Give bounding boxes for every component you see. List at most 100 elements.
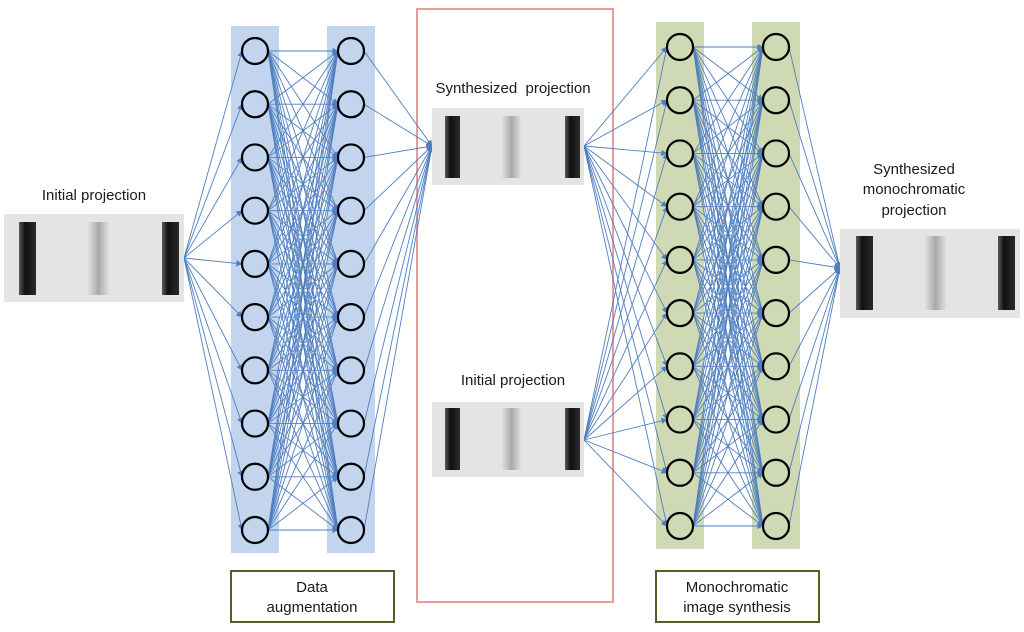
hidden-connection bbox=[267, 103, 341, 531]
right-label-line: projection bbox=[881, 202, 946, 219]
augmentation-node bbox=[240, 36, 270, 66]
hidden-connection bbox=[692, 472, 764, 527]
hidden-connection bbox=[692, 46, 765, 261]
synthesis-node bbox=[761, 86, 791, 115]
augmentation-node bbox=[240, 462, 270, 491]
light-bar bbox=[502, 408, 521, 470]
input-connection bbox=[583, 99, 669, 441]
hidden-connection bbox=[267, 50, 341, 424]
input-connection bbox=[583, 206, 669, 441]
input-connection bbox=[583, 439, 668, 474]
dark-bar bbox=[565, 408, 580, 470]
output-connection bbox=[788, 267, 841, 367]
synthesis-node bbox=[761, 352, 791, 381]
synthesis-node bbox=[761, 405, 791, 434]
input-connection bbox=[183, 50, 244, 259]
hidden-connection bbox=[267, 316, 340, 531]
augmentation-node bbox=[336, 90, 366, 119]
input-connection bbox=[583, 145, 669, 527]
augmentation-node bbox=[336, 356, 366, 385]
output-connection bbox=[788, 153, 841, 269]
hidden-connection bbox=[267, 476, 339, 531]
dark-bar bbox=[445, 408, 460, 470]
hidden-connection bbox=[692, 46, 765, 314]
stage-box-line: Data bbox=[296, 579, 328, 596]
output-connection bbox=[363, 103, 433, 147]
input-connection bbox=[183, 210, 243, 259]
augmentation-node bbox=[336, 249, 366, 278]
center-bottom-label: Initial projection bbox=[461, 372, 565, 389]
hidden-connection bbox=[692, 46, 764, 207]
hidden-connection bbox=[692, 99, 766, 527]
dark-bar bbox=[19, 222, 36, 295]
input-connection bbox=[583, 439, 668, 527]
dark-bar bbox=[856, 236, 873, 310]
output-connection bbox=[363, 145, 433, 265]
output-connection bbox=[788, 46, 842, 269]
input-connection bbox=[583, 46, 669, 441]
output-connection bbox=[363, 145, 435, 531]
augmentation-node bbox=[336, 409, 366, 438]
output-connection bbox=[788, 100, 842, 269]
light-bar bbox=[925, 236, 946, 310]
input-connection bbox=[583, 145, 668, 367]
synthesis-node bbox=[761, 139, 791, 168]
dark-bar bbox=[445, 116, 460, 178]
augmentation-node bbox=[336, 143, 366, 172]
augmentation-node bbox=[240, 303, 270, 332]
hidden-connection bbox=[692, 46, 766, 527]
augmentation-node bbox=[240, 196, 270, 225]
input-connection bbox=[183, 257, 244, 531]
hidden-connection bbox=[267, 50, 340, 318]
left-projection-label: Initial projection bbox=[42, 187, 146, 204]
input-connection bbox=[583, 145, 668, 314]
synthesis-node bbox=[665, 511, 695, 541]
right-projection-image bbox=[840, 229, 1020, 318]
synthesis-node bbox=[665, 245, 695, 274]
input-connection bbox=[583, 145, 669, 421]
input-connection bbox=[183, 103, 243, 259]
synthesis-node bbox=[761, 192, 791, 221]
hidden-connection bbox=[267, 50, 339, 105]
synthesis-node bbox=[761, 458, 791, 487]
center-frame bbox=[416, 8, 614, 603]
stage-box-border bbox=[230, 570, 395, 623]
right-label-line: monochromatic bbox=[863, 181, 966, 198]
synthesis-node bbox=[761, 299, 791, 328]
input-connection bbox=[583, 145, 668, 157]
hidden-connection bbox=[267, 50, 340, 265]
dark-bar bbox=[162, 222, 179, 295]
hidden-connection bbox=[692, 312, 765, 527]
hidden-connection bbox=[692, 206, 765, 527]
hidden-connection bbox=[267, 210, 340, 531]
output-connection bbox=[363, 143, 433, 158]
output-connection bbox=[363, 145, 434, 477]
synthesis-node bbox=[665, 299, 695, 328]
hidden-connection bbox=[267, 369, 339, 531]
hidden-connection bbox=[267, 50, 339, 158]
synthesis-node bbox=[761, 511, 791, 541]
hidden-connection bbox=[692, 365, 764, 527]
hidden-connection bbox=[267, 50, 340, 371]
hidden-connection bbox=[692, 46, 765, 367]
hidden-connection bbox=[692, 259, 765, 527]
left-projection-image bbox=[4, 214, 184, 302]
output-connection bbox=[363, 145, 434, 424]
augmentation-node bbox=[240, 356, 270, 385]
synthesis-node bbox=[665, 192, 695, 221]
augmentation-node bbox=[336, 196, 366, 225]
input-connection bbox=[183, 257, 243, 267]
hidden-connection bbox=[267, 423, 339, 531]
output-connection bbox=[788, 206, 841, 269]
augmentation-node bbox=[240, 249, 270, 278]
augmentation-node bbox=[336, 515, 366, 545]
input-connection bbox=[583, 46, 668, 147]
output-connection bbox=[363, 145, 434, 371]
input-connection bbox=[583, 145, 668, 208]
right-projection-label: Synthesized monochromatic projection bbox=[863, 161, 966, 219]
output-connection bbox=[788, 267, 842, 473]
light-bar bbox=[88, 222, 109, 295]
center-top-projection-image bbox=[432, 108, 584, 185]
augmentation-node bbox=[240, 90, 270, 119]
hidden-connection bbox=[267, 156, 341, 531]
